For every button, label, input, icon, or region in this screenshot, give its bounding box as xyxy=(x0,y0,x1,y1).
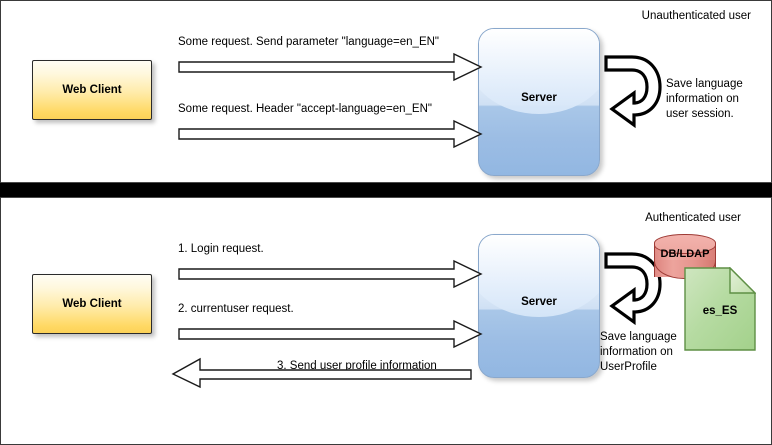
server-label-top: Server xyxy=(521,92,557,104)
server-box-top: Server xyxy=(478,28,600,176)
server-box-bottom: Server xyxy=(478,234,600,378)
datastore-label: DB/LDAP xyxy=(660,248,710,260)
document-page-icon: es_ES xyxy=(684,267,756,351)
web-client-box-top: Web Client xyxy=(32,60,152,120)
frame-border-top xyxy=(0,0,772,1)
panel-caption-authenticated: Authenticated user xyxy=(645,212,741,224)
note-line-bottom-1: Save language xyxy=(600,331,677,343)
panel-authenticated: Authenticated user Web Client Server 1. … xyxy=(1,198,771,444)
block-arrow-right-icon-top-1 xyxy=(178,52,483,82)
message-label-bottom-2: 2. currentuser request. xyxy=(178,303,294,315)
note-line-top-3: user session. xyxy=(666,108,734,120)
panel-divider-upper xyxy=(1,182,771,183)
panel-caption-unauthenticated: Unauthenticated user xyxy=(641,10,751,22)
server-gloss-bottom xyxy=(479,235,599,318)
document-page-shape xyxy=(684,267,756,351)
panel-divider-lower xyxy=(1,197,771,198)
block-arrow-right-icon-bottom-1 xyxy=(178,259,483,289)
note-line-top-1: Save language xyxy=(666,78,743,90)
web-client-box-bottom: Web Client xyxy=(32,274,152,334)
note-line-bottom-2: information on xyxy=(600,346,673,358)
block-arrow-left-icon-bottom-3 xyxy=(171,357,472,389)
server-label-bottom: Server xyxy=(521,296,557,308)
note-text-top: Save language information on user sessio… xyxy=(666,77,743,122)
block-arrow-right-icon-top-2 xyxy=(178,119,483,149)
note-line-bottom-3: UserProfile xyxy=(600,361,657,373)
message-label-bottom-1: 1. Login request. xyxy=(178,243,264,255)
block-arrow-right-icon-bottom-2 xyxy=(178,319,483,349)
message-label-top-2: Some request. Header "accept-language=en… xyxy=(178,103,432,115)
web-client-label-top: Web Client xyxy=(62,84,122,96)
server-gloss-top xyxy=(479,29,599,114)
black-separator-band xyxy=(0,183,772,197)
document-label: es_ES xyxy=(702,305,738,317)
frame-border-left xyxy=(0,0,1,445)
note-line-top-2: information on xyxy=(666,93,739,105)
message-label-top-1: Some request. Send parameter "language=e… xyxy=(178,36,440,48)
note-text-bottom: Save language information on UserProfile xyxy=(600,330,677,375)
cylinder-top xyxy=(654,234,716,254)
web-client-label-bottom: Web Client xyxy=(62,298,122,310)
uturn-arrow-icon-top xyxy=(604,55,662,129)
message-label-bottom-3: 3. Send user profile information xyxy=(277,360,437,372)
panel-unauthenticated: Unauthenticated user Web Client Server S… xyxy=(1,1,771,182)
